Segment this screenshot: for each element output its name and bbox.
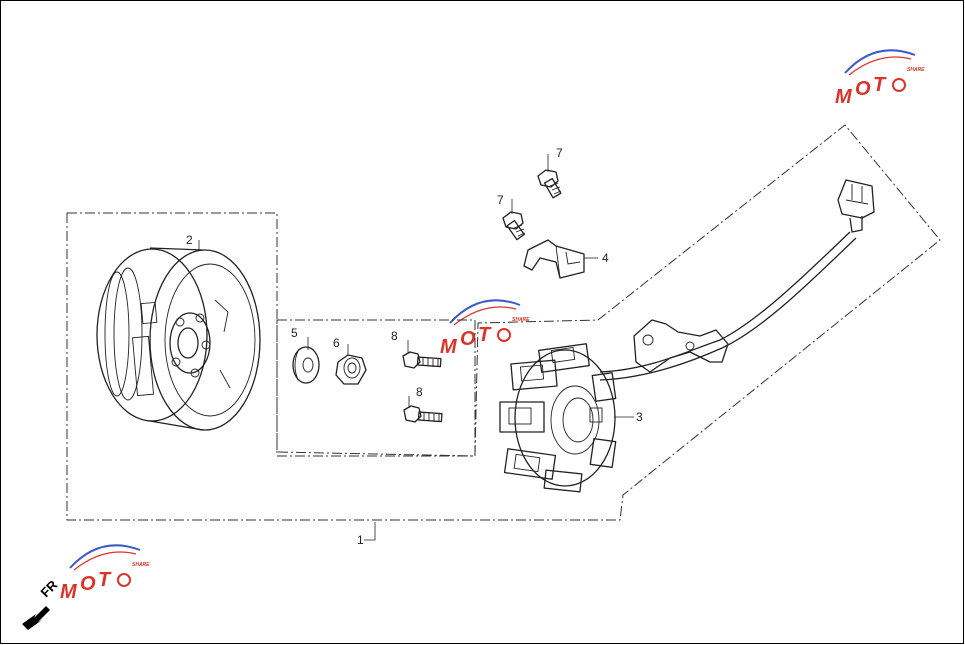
stator-coil <box>589 437 617 469</box>
bolt-middle-lower <box>403 405 443 423</box>
stator-assembly <box>499 179 875 493</box>
stator-coil <box>510 359 558 391</box>
watermark-letter-t: T <box>873 74 887 96</box>
watermark-tagline: SHARE <box>907 67 925 73</box>
stator-coil <box>499 401 545 433</box>
callout-nut: 6 <box>333 336 340 350</box>
nut <box>335 354 367 385</box>
watermark-letter-o: O <box>855 78 871 100</box>
watermark-letter-o: O <box>460 328 476 350</box>
watermark-tagline: SHARE <box>132 562 150 568</box>
watermark-letter-m: M <box>835 86 853 108</box>
watermark-logo-top-right: M O T SHARE <box>835 49 925 108</box>
callout-assembly: 1 <box>357 533 364 547</box>
assembly-outline <box>66 124 941 521</box>
watermark-gear-icon <box>117 573 131 587</box>
pickup-sensor <box>633 319 729 373</box>
wire-connector <box>837 179 875 233</box>
stator-tab <box>589 407 603 423</box>
watermark-tagline: SHARE <box>512 317 530 323</box>
callout-stator: 3 <box>636 410 643 424</box>
washer <box>292 346 320 384</box>
watermark-letter-m: M <box>440 336 458 358</box>
callout-washer: 5 <box>291 326 298 340</box>
bracket-clip <box>523 239 585 279</box>
hardware-group-outline <box>276 319 476 457</box>
callout-bolt-top-upper: 7 <box>556 146 563 160</box>
watermark-letter-t: T <box>98 569 112 591</box>
callout-bolt-middle-lower: 8 <box>416 385 423 399</box>
arrow-down-left-icon <box>22 606 50 630</box>
bolt-middle-upper <box>402 351 442 369</box>
watermark-logo-center: M O T SHARE <box>440 299 530 358</box>
watermark-logo-bottom-left: M O T SHARE <box>60 544 150 603</box>
bolt-top-lower <box>502 211 526 241</box>
stator-coil <box>538 343 590 373</box>
leader-lines <box>198 154 634 541</box>
stator-coil <box>503 448 557 480</box>
callout-bolt-top-lower: 7 <box>497 193 504 207</box>
callout-flywheel: 2 <box>186 233 193 247</box>
stator-coil <box>543 469 583 493</box>
watermark-gear-icon <box>892 78 906 92</box>
front-direction-label: FR <box>38 577 61 600</box>
bolt-top-upper <box>537 169 562 199</box>
watermark-letter-t: T <box>478 324 492 346</box>
watermark-letter-o: O <box>80 573 96 595</box>
callout-bracket: 4 <box>602 251 609 265</box>
watermark-gear-icon <box>497 328 511 342</box>
watermark-letter-m: M <box>60 581 78 603</box>
callout-bolt-middle-upper: 8 <box>391 329 398 343</box>
stator-coil <box>591 372 617 402</box>
front-direction-indicator: FR <box>22 577 61 630</box>
flywheel-rotor <box>96 247 261 431</box>
